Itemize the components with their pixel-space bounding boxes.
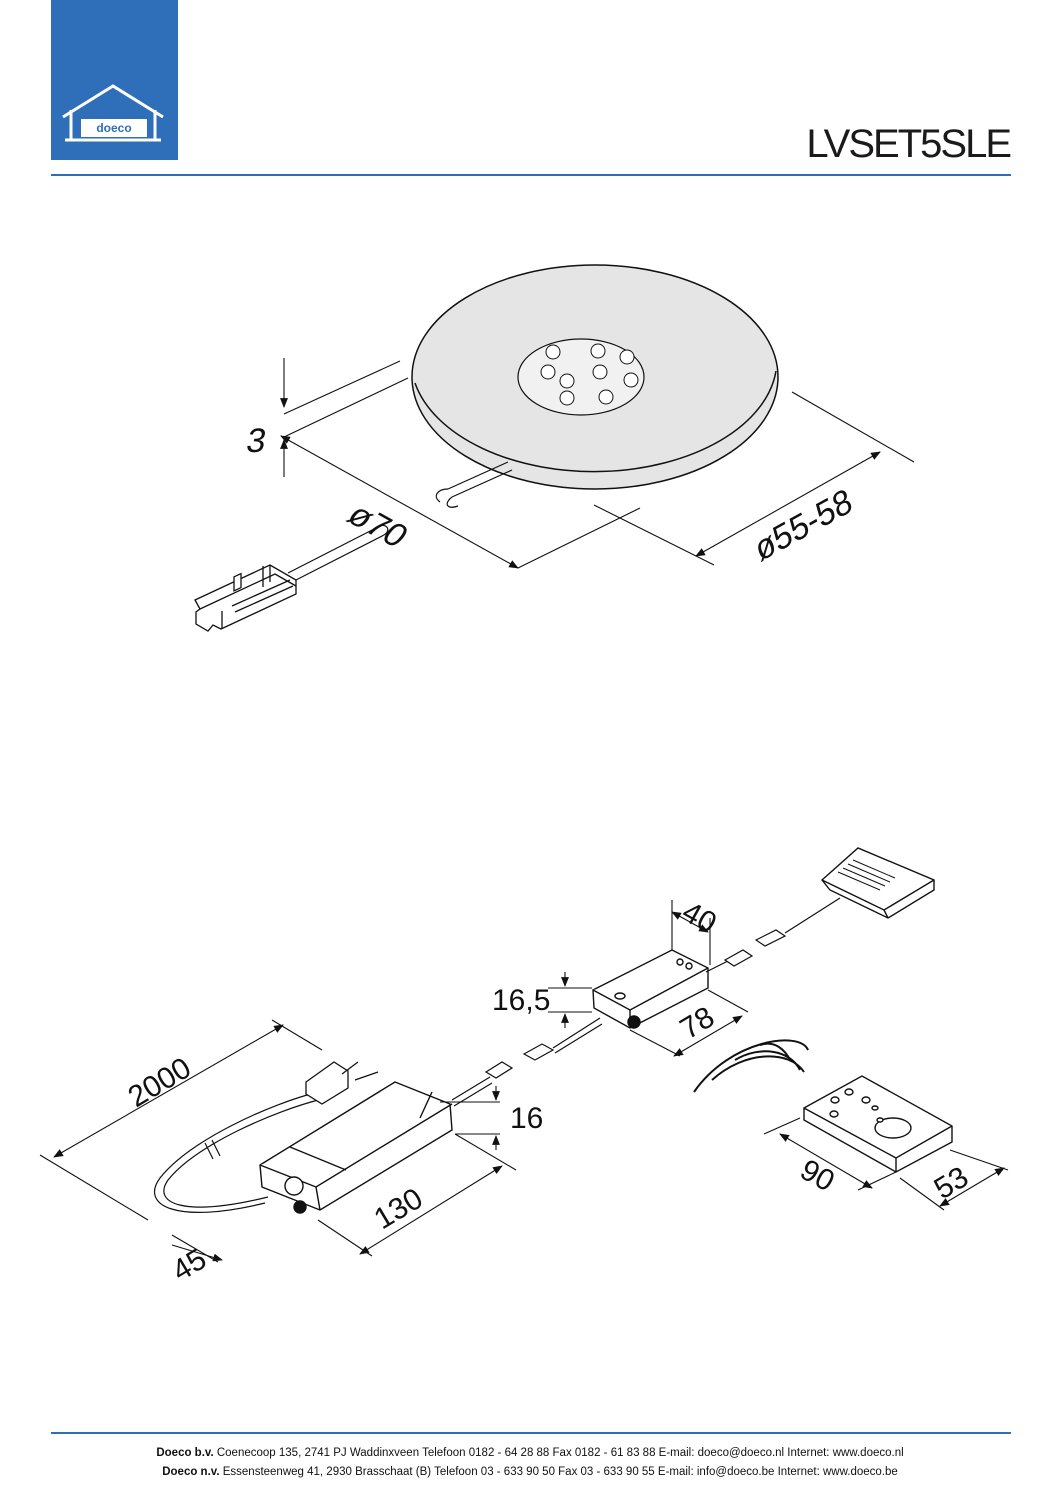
header-divider [51, 174, 1011, 176]
dimension-lines-top [280, 358, 915, 569]
led-dots [540, 343, 639, 406]
footer-address-nl: Coenecoop 135, 2741 PJ Waddinxveen Telef… [216, 1447, 904, 1459]
footer-line-nl: Doeco b.v. Coenecoop 135, 2741 PJ Waddin… [0, 1447, 1060, 1459]
dimension-lines-bottom [39, 900, 1009, 1263]
led-driver [259, 1081, 453, 1214]
spot-connector [194, 564, 297, 632]
dim-receiver-width: 40 [677, 895, 722, 940]
dim-receiver-length: 78 [675, 1001, 721, 1046]
house-icon [62, 84, 164, 142]
power-plug [305, 1061, 379, 1105]
dim-driver-height: 16 [510, 1102, 543, 1135]
receiver-cable [705, 897, 841, 973]
logo-text: doeco [96, 121, 131, 135]
distributor-block [821, 847, 935, 919]
dim-thickness: 3 [244, 422, 270, 460]
footer-divider [51, 1432, 1011, 1434]
ir-wave-icon [693, 1039, 809, 1093]
footer-line-be: Doeco n.v. Essensteenweg 41, 2930 Brassc… [0, 1466, 1060, 1478]
footer-address-be: Essensteenweg 41, 2930 Brasschaat (B) Te… [222, 1466, 898, 1478]
footer-company-nl: Doeco b.v. [156, 1447, 214, 1459]
dim-cutout-diameter: ø55-58 [750, 481, 857, 569]
footer-company-be: Doeco n.v. [162, 1466, 220, 1478]
dim-cable-length: 2000 [123, 1051, 197, 1114]
dim-outer-diameter: ø70 [340, 497, 415, 555]
dim-driver-width: 45 [167, 1243, 213, 1288]
dim-remote-length: 90 [795, 1153, 840, 1198]
dim-remote-width: 53 [929, 1161, 975, 1206]
driver-output-cable [451, 1017, 603, 1107]
dim-driver-length: 130 [369, 1182, 429, 1236]
ir-receiver [592, 949, 709, 1029]
product-code: LVSET5SLE [806, 122, 1012, 166]
remote-control [803, 1075, 953, 1173]
doeco-logo: doeco [51, 0, 178, 160]
dim-receiver-height: 16,5 [492, 984, 550, 1017]
